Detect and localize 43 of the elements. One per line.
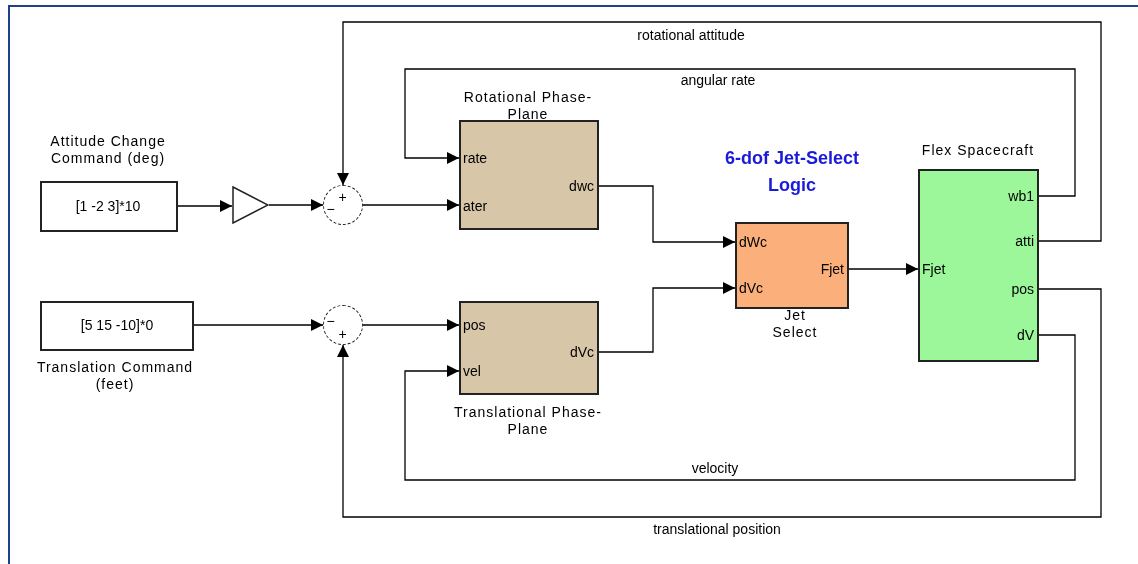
port-label: ater — [463, 197, 488, 215]
signal-arrow — [404, 334, 1076, 481]
sum-circle — [323, 305, 363, 345]
constant-value: [1 -2 3]*10 — [75, 197, 141, 215]
port-label: dVc — [569, 343, 594, 361]
edge-label: velocity — [688, 460, 742, 476]
constant-value: [5 15 -10]*0 — [80, 316, 154, 334]
signal-arrow — [337, 21, 1102, 242]
sign-label: − — [326, 200, 335, 217]
port-label: wb1 — [1008, 187, 1034, 205]
signal-arrow — [848, 263, 919, 275]
sum-circle — [323, 185, 363, 225]
signal-arrow — [598, 282, 736, 353]
signal-arrow — [362, 319, 460, 331]
block-label: Translational Phase-Plane — [453, 404, 603, 438]
port-label: rate — [463, 149, 488, 167]
port-label: pos — [1011, 280, 1034, 298]
signal-arrow — [404, 68, 1076, 197]
block-label: Translation Command (feet) — [35, 359, 195, 393]
signal-arrow — [177, 200, 233, 212]
port-label: dwc — [569, 177, 594, 195]
signal-arrow — [193, 319, 324, 331]
port-label: dWc — [739, 233, 767, 251]
block-label: Rotational Phase-Plane — [462, 89, 594, 123]
port-label: Fjet — [820, 260, 844, 278]
block-label: Jet Select — [771, 307, 819, 341]
signal-arrow — [362, 199, 460, 211]
port-label: pos — [463, 316, 486, 334]
signal-arrow — [598, 185, 736, 248]
signal-arrow — [268, 199, 324, 211]
port-label: vel — [463, 362, 481, 380]
port-label: dVc — [739, 279, 764, 297]
sign-label: + — [338, 188, 347, 205]
sign-label: − — [326, 312, 335, 329]
block-label: Attitude Change Command (deg) — [49, 133, 167, 167]
signal-arrow — [337, 288, 1102, 518]
port-label: dV — [1016, 326, 1034, 344]
gain-triangle — [232, 186, 269, 224]
block-title: 6-dof Jet-Select Logic — [723, 147, 860, 197]
block-label: Flex Spacecraft — [920, 141, 1036, 159]
sign-label: + — [338, 325, 347, 342]
port-label: atti — [1015, 232, 1034, 250]
port-label: Fjet — [922, 260, 946, 278]
